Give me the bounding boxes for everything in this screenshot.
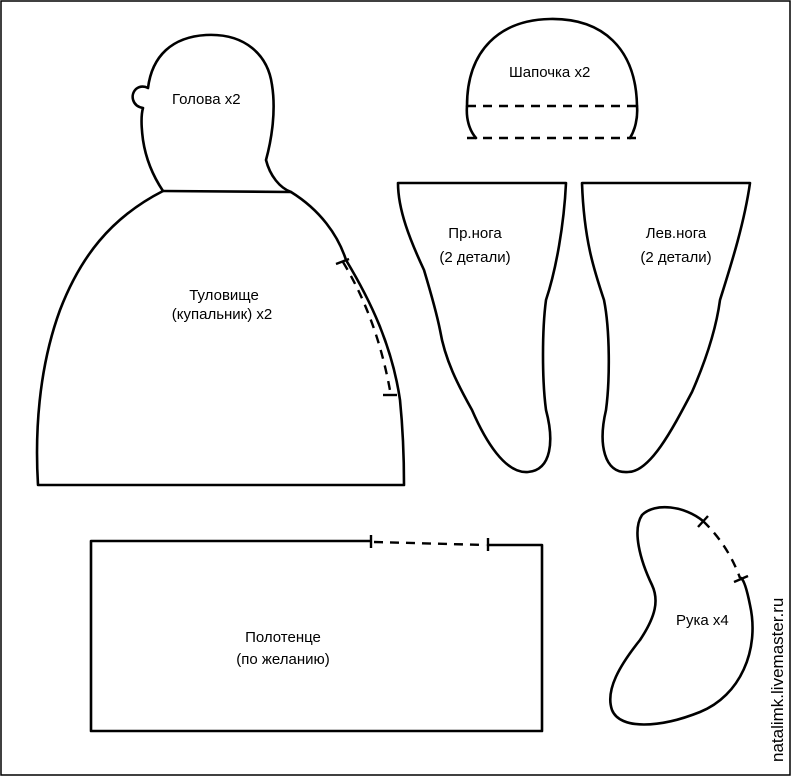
arm-opening-dashes <box>702 520 742 579</box>
head-torso-piece <box>35 33 406 487</box>
hat-label: Шапочка х2 <box>509 64 590 81</box>
hat-piece <box>465 17 639 108</box>
watermark-text: natalimk.livemaster.ru <box>768 598 787 762</box>
arm-piece <box>609 505 754 726</box>
torso-notch-top <box>335 257 350 266</box>
arm-notch-top <box>697 515 709 528</box>
hat-left-edge <box>465 104 478 140</box>
left-leg-label: Лев.нога <box>646 225 707 242</box>
head-label: Голова х2 <box>172 91 241 108</box>
neck-line <box>161 189 293 194</box>
hat-right-edge <box>628 104 639 140</box>
arm-label: Рука х4 <box>676 612 729 629</box>
right-leg-count: (2 детали) <box>439 249 510 266</box>
torso-sublabel: (купальник) х2 <box>172 306 273 323</box>
right-leg-piece <box>396 181 568 474</box>
towel-sublabel: (по желанию) <box>236 651 330 668</box>
towel-piece <box>89 539 544 733</box>
torso-opening-dashes <box>341 261 393 397</box>
left-leg-piece <box>580 181 752 474</box>
towel-opening-dashes <box>373 540 487 547</box>
arm-notch-bottom <box>733 574 749 584</box>
left-leg-count: (2 детали) <box>640 249 711 266</box>
torso-label: Туловище <box>189 287 259 304</box>
towel-label: Полотенце <box>245 629 321 646</box>
right-leg-label: Пр.нога <box>448 225 502 242</box>
